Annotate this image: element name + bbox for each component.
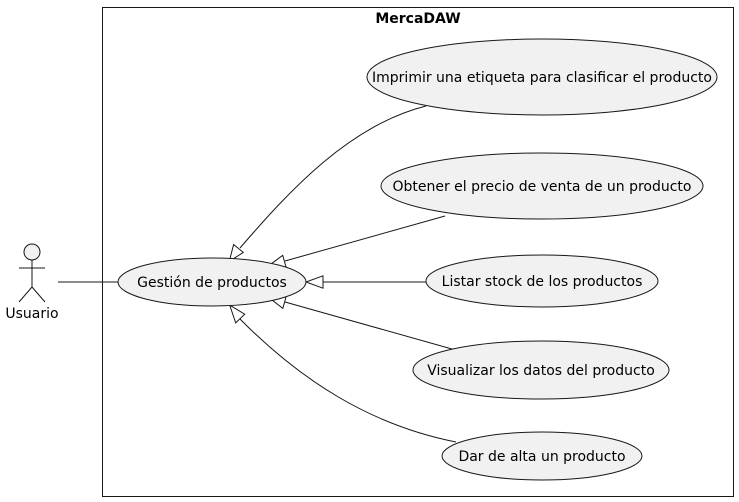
use-case-dar-alta[interactable]: Dar de alta un producto: [441, 431, 643, 481]
actor-head: [23, 243, 41, 261]
use-case-ellipse: [366, 38, 718, 116]
connector-precio: [284, 215, 446, 262]
connector-imprimir: [239, 105, 427, 249]
system-boundary: [102, 7, 734, 497]
use-case-label: Imprimir una etiqueta para clasificar el…: [372, 70, 712, 86]
actor-right-leg: [31, 286, 46, 303]
use-case-label: Visualizar los datos del producto: [427, 363, 655, 379]
use-case-ellipse: [425, 254, 659, 308]
system-title: MercaDAW: [375, 11, 460, 27]
use-case-ellipse: [117, 257, 307, 307]
use-case-obtener-precio[interactable]: Obtener el precio de venta de un product…: [380, 152, 704, 220]
actor-left-leg: [18, 286, 33, 303]
use-case-ellipse: [441, 431, 643, 481]
use-case-label: Dar de alta un producto: [458, 449, 625, 465]
use-case-gestion-productos[interactable]: Gestión de productos: [117, 257, 307, 307]
use-case-ellipse: [380, 152, 704, 220]
use-case-ellipse: [412, 340, 670, 400]
connector-visualizar: [284, 301, 460, 352]
arrowhead-stock: [304, 275, 324, 289]
use-case-label: Obtener el precio de venta de un product…: [392, 179, 691, 195]
use-case-label: Gestión de productos: [137, 275, 287, 291]
use-case-visualizar-datos[interactable]: Visualizar los datos del producto: [412, 340, 670, 400]
actor-label: Usuario: [5, 306, 58, 322]
connector-alta: [238, 317, 457, 443]
arrowhead-imprimir: [228, 243, 245, 263]
arrowhead-alta: [228, 303, 246, 324]
actor-usuario[interactable]: Usuario: [5, 243, 59, 322]
use-case-label: Listar stock de los productos: [442, 274, 643, 290]
use-case-listar-stock[interactable]: Listar stock de los productos: [425, 254, 659, 308]
use-case-imprimir-etiqueta[interactable]: Imprimir una etiqueta para clasificar el…: [366, 38, 718, 116]
generalization-connectors: [238, 105, 460, 443]
